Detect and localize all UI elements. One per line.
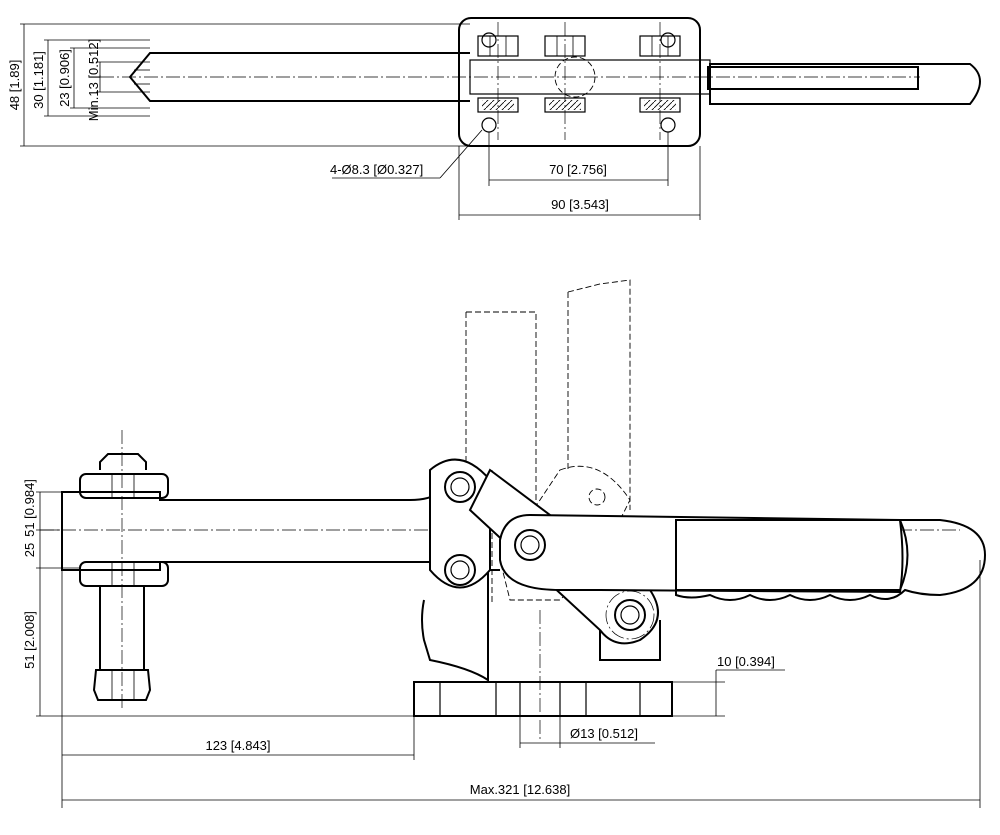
base-plate [413,681,673,717]
top-view: 48 [1.89] 30 [1.181] 23 [0.906] Min.13 [… [7,17,981,220]
base-hole-section [495,681,521,717]
handle-lever [499,513,904,594]
front-link [429,458,491,589]
side-view: 51 [0.984] 25 51 [2.008] 10 [0.394] Ø13 … [22,279,987,808]
dim-90: 90 [3.543] [551,197,609,212]
dim-48: 48 [1.89] [7,60,22,111]
side-left-dims [36,491,414,717]
pivot-pin [444,471,476,503]
dim-13: Ø13 [0.512] [570,726,638,741]
pivot-pin [514,529,546,561]
dim-10: 10 [0.394] [717,654,775,669]
dim-51b: 51 [2.008] [22,611,37,669]
handle-grip [709,63,981,105]
dim-holes: 4-Ø8.3 [Ø0.327] [330,162,423,177]
dim-70: 70 [2.756] [549,162,607,177]
dim-51a: 51 [0.984] [22,479,37,537]
dim-23: 23 [0.906] [57,49,72,107]
dim-123: 123 [4.843] [205,738,270,753]
top-left-dims [20,23,470,147]
pivot-pin [444,554,476,586]
dim-max321: Max.321 [12.638] [470,782,570,797]
dim-25: 25 [22,543,37,557]
dim-30: 30 [1.181] [31,51,46,109]
mount-hole [481,32,497,48]
base-plate [458,17,701,147]
handle-shaft [707,66,919,90]
spindle-bolt [79,453,169,701]
mount-hole [660,117,676,133]
mount-hole [481,117,497,133]
dim-min13: Min.13 [0.512] [86,39,101,121]
handle-grip [675,519,987,601]
mount-hole [660,32,676,48]
pivot-pin [614,599,646,631]
